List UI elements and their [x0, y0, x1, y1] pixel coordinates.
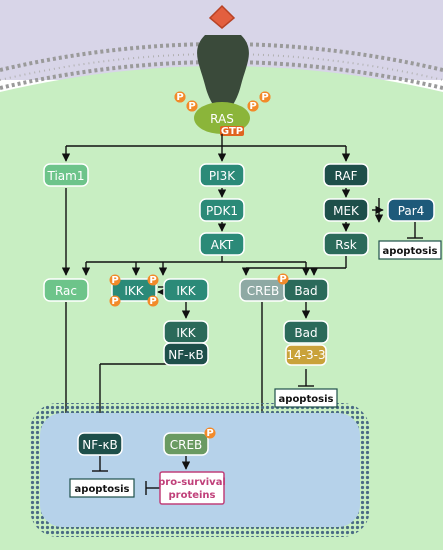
svg-text:P: P — [149, 275, 156, 286]
outcome-apoptosis-bad: apoptosis — [274, 388, 338, 408]
nfkb-complex-label: NF-κB — [168, 348, 204, 362]
node-pro-survival-proteins: pro-survival proteins — [158, 471, 226, 505]
pro-survival-label-2: proteins — [168, 490, 215, 501]
apoptosis-nucleus-label: apoptosis — [75, 484, 130, 495]
svg-text:P: P — [111, 296, 118, 307]
rsk-label: Rsk — [335, 238, 357, 252]
rac-label: Rac — [55, 284, 77, 298]
node-pi3k: PI3K — [199, 163, 245, 187]
nfkb-nucleus-label: NF-κB — [82, 438, 118, 452]
node-nfkb-nucleus: NF-κB — [77, 432, 123, 456]
node-bad-1433: Bad 14-3-3 — [283, 320, 329, 366]
pro-survival-label-1: pro-survival — [158, 477, 226, 488]
apoptosis-par4-label: apoptosis — [383, 246, 438, 257]
phospho-markers: P P P P P P P P P P — [109, 91, 289, 439]
membrane-tails — [0, 53, 443, 81]
node-par4: Par4 — [387, 198, 435, 222]
apoptosis-bad-label: apoptosis — [279, 394, 334, 405]
nuclear-arrows — [92, 456, 191, 495]
node-rac: Rac — [43, 278, 89, 302]
phospho-ras-3: P — [247, 100, 259, 112]
svg-text:P: P — [249, 101, 256, 112]
svg-text:P: P — [188, 101, 195, 112]
node-ikk-nfkb-complex: IKK NF-κB — [163, 320, 209, 366]
svg-text:P: P — [279, 274, 286, 285]
svg-text:P: P — [111, 275, 118, 286]
bad2-label: Bad — [294, 326, 317, 340]
svg-text:P: P — [149, 296, 156, 307]
svg-text:P: P — [176, 92, 183, 103]
node-rsk: Rsk — [323, 232, 369, 256]
creb-nucleus-label: CREB — [170, 438, 203, 452]
pdk1-label: PDK1 — [206, 204, 238, 218]
outcome-apoptosis-nucleus: apoptosis — [69, 478, 135, 498]
tiam1-label: Tiam1 — [47, 169, 85, 183]
node-ikk-phospho: IKK — [111, 278, 157, 302]
node-mek: MEK — [323, 198, 369, 222]
svg-text:P: P — [261, 92, 268, 103]
creb-cytoplasm-label: CREB — [247, 284, 280, 298]
node-ikk: IKK — [163, 278, 209, 302]
nucleus — [30, 403, 370, 537]
phospho-ras-1: P — [174, 91, 186, 103]
node-bad: Bad — [283, 278, 329, 302]
ikk-label: IKK — [176, 284, 196, 298]
phospho-ras-2: P — [186, 100, 198, 112]
gtp-badge — [220, 126, 244, 136]
raf-label: RAF — [335, 169, 358, 183]
node-akt: AKT — [199, 232, 245, 256]
phospho-creb-cytoplasm: P — [277, 273, 289, 285]
phospho-ras-4: P — [259, 91, 271, 103]
1433-label: 14-3-3 — [286, 348, 325, 362]
gtp-label: GTP — [221, 126, 243, 137]
phospho-ikk-1: P — [109, 274, 121, 286]
svg-text:P: P — [206, 428, 213, 439]
node-pdk1: PDK1 — [199, 198, 245, 222]
phospho-ikk-4: P — [147, 295, 159, 307]
ras-label: RAS — [210, 112, 234, 126]
outcome-apoptosis-par4: apoptosis — [378, 240, 442, 260]
node-creb-cytoplasm: CREB — [239, 278, 287, 302]
pi3k-label: PI3K — [209, 169, 236, 183]
node-creb-nucleus: CREB — [163, 432, 209, 456]
bad-label: Bad — [294, 284, 317, 298]
ikk-complex-label: IKK — [176, 326, 196, 340]
akt-label: AKT — [211, 238, 234, 252]
phospho-ikk-3: P — [109, 295, 121, 307]
nucleoplasm — [40, 413, 360, 527]
phospho-creb-nucleus: P — [204, 427, 216, 439]
node-raf: RAF — [323, 163, 369, 187]
ikk-phospho-label: IKK — [124, 284, 144, 298]
mek-label: MEK — [333, 204, 360, 218]
phospho-ikk-2: P — [147, 274, 159, 286]
par4-label: Par4 — [398, 204, 425, 218]
node-tiam1: Tiam1 — [43, 163, 89, 187]
